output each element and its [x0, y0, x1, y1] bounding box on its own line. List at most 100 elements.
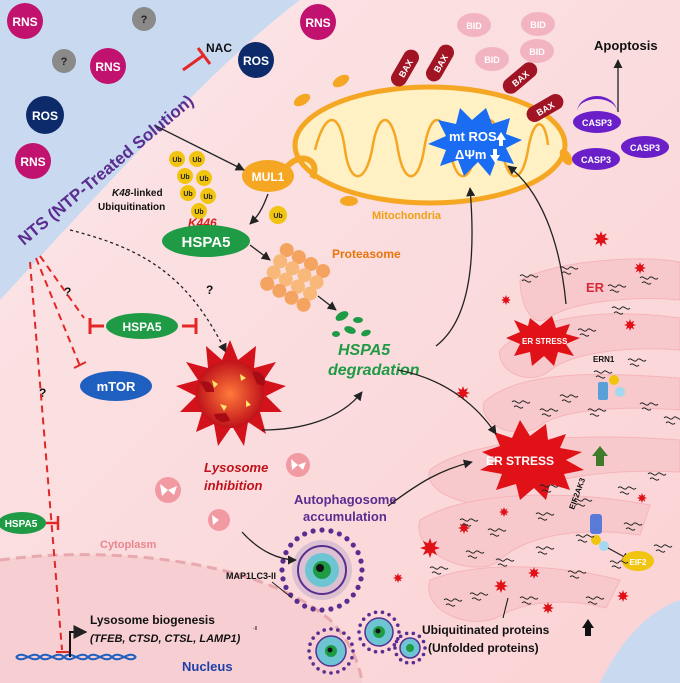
ub-protein-squiggle — [647, 472, 667, 481]
svg-text:Ub: Ub — [192, 157, 201, 164]
lc3-dot — [344, 536, 350, 542]
lc3-dot — [335, 670, 340, 674]
lc3-dot — [280, 576, 286, 582]
svg-text:?: ? — [61, 56, 68, 68]
svg-text:ER STRESS: ER STRESS — [522, 337, 568, 346]
ub-protein-squiggle — [587, 408, 607, 417]
lc3-dot — [411, 631, 416, 636]
ub-protein-squiggle — [539, 408, 559, 417]
lc3-dot — [342, 666, 346, 671]
ub-protein-squiggle — [617, 486, 637, 495]
mul1-small — [293, 74, 573, 206]
up-arrow-icon — [582, 619, 594, 636]
ern1-receptor: ERN1 — [593, 355, 625, 400]
unknown-molecule: ? — [52, 49, 76, 73]
lc3-dot — [355, 584, 361, 590]
nts-dashed-inhibition — [29, 255, 85, 651]
map1lc3-ring — [279, 527, 365, 613]
lc3-dot — [423, 646, 427, 650]
inhibit-bars — [56, 361, 87, 653]
ub-protein-squiggle — [519, 274, 539, 283]
stress-star — [617, 590, 629, 602]
lc3-dot — [404, 660, 409, 665]
rns-molecule: RNS — [300, 4, 336, 40]
lc3-dot — [319, 607, 325, 613]
ub-protein-squiggle — [519, 596, 539, 605]
stress-star — [624, 319, 636, 331]
svg-text:CASP3: CASP3 — [630, 143, 660, 153]
ub-protein-squiggle — [653, 544, 673, 553]
svg-text:Ub: Ub — [180, 174, 189, 181]
ub-protein-squiggle — [429, 566, 449, 575]
proteasome-label: Proteasome — [332, 247, 401, 261]
ub-protein-squiggle — [487, 528, 507, 537]
casp3-protein: CASP3 — [572, 148, 620, 170]
proteasome — [260, 243, 331, 312]
nts-to-lysosome-arrow — [69, 229, 227, 353]
lc3-dot — [302, 603, 308, 609]
outside-corner — [600, 600, 680, 683]
lc3-dot — [398, 634, 403, 639]
lc3-dot — [358, 576, 364, 582]
hspa5-protein: HSPA5 — [106, 313, 178, 339]
svg-text:HSPA5: HSPA5 — [5, 519, 38, 530]
svg-text:MUL1: MUL1 — [252, 170, 285, 184]
lc3-dot — [342, 631, 346, 636]
lc3-dot — [329, 627, 333, 631]
svg-text:Ub: Ub — [183, 191, 192, 198]
lc3-dot — [358, 637, 363, 641]
lc3-dot — [404, 631, 409, 636]
svg-text:RNS: RNS — [95, 60, 120, 74]
svg-text:RNS: RNS — [12, 15, 37, 29]
ub-protein-squiggle — [585, 596, 605, 605]
ub-protein-squiggle — [627, 358, 647, 367]
hspa5-protein: HSPA5 — [162, 225, 250, 257]
lc3-dot — [357, 630, 361, 634]
lc3-dot — [350, 642, 354, 647]
nac-inhibition: NAC — [182, 41, 232, 72]
lc3-dot — [288, 542, 294, 548]
ub-protein-squiggle — [607, 284, 627, 293]
nucleus-label: Nucleus — [182, 659, 233, 674]
ubiquitination-label: Ubiquitination — [98, 202, 165, 213]
autophagosome-label: Autophagosome — [294, 492, 397, 507]
lc3-dot — [283, 584, 289, 590]
lc3-dot — [380, 649, 385, 654]
ubiquitinated-label: Ubiquitinated proteins — [422, 623, 550, 637]
hspa5-degradation-label: HSPA5 — [338, 342, 391, 359]
lc3-dot — [336, 603, 342, 609]
ub-protein-squiggle — [535, 512, 555, 521]
ub-protein-squiggle — [535, 546, 555, 555]
ub-protein-squiggle — [495, 558, 515, 567]
stress-star — [637, 493, 647, 503]
lc3-dot — [358, 558, 364, 564]
lc3-dot — [316, 631, 320, 636]
svg-text:RNS: RNS — [305, 16, 330, 30]
ub-protein-squiggle — [611, 306, 631, 315]
lysosome — [176, 340, 286, 446]
lc3-dot — [335, 628, 340, 632]
stress-markers — [393, 231, 647, 614]
svg-text:CASP3: CASP3 — [582, 118, 612, 128]
er-stress-big-burst: ER STRESS — [480, 420, 608, 500]
up-arrow-icon — [496, 132, 506, 146]
lc3-dot — [294, 598, 300, 604]
lc3-dot — [346, 636, 351, 640]
lc3-dot — [279, 567, 285, 573]
apoptosis-label: Apoptosis — [594, 38, 658, 53]
ub-protein-squiggle — [623, 522, 643, 531]
svg-text:CASP3: CASP3 — [581, 155, 611, 165]
lc3-dot — [373, 649, 378, 654]
svg-text:HSPA5: HSPA5 — [122, 320, 161, 334]
bax-protein: BAX — [391, 49, 419, 87]
lc3-dot — [367, 647, 371, 652]
lysosome-inhibition-label: Lysosome — [204, 460, 268, 475]
ub-protein-squiggle — [559, 266, 579, 275]
lysosome-inhibition-label: inhibition — [204, 478, 263, 493]
lc3-dot — [308, 655, 312, 660]
autophagosome — [315, 635, 347, 667]
lc3-dot — [307, 649, 311, 653]
lc3-dot — [316, 666, 320, 671]
mitochondrion: Mitochondria — [292, 84, 568, 222]
